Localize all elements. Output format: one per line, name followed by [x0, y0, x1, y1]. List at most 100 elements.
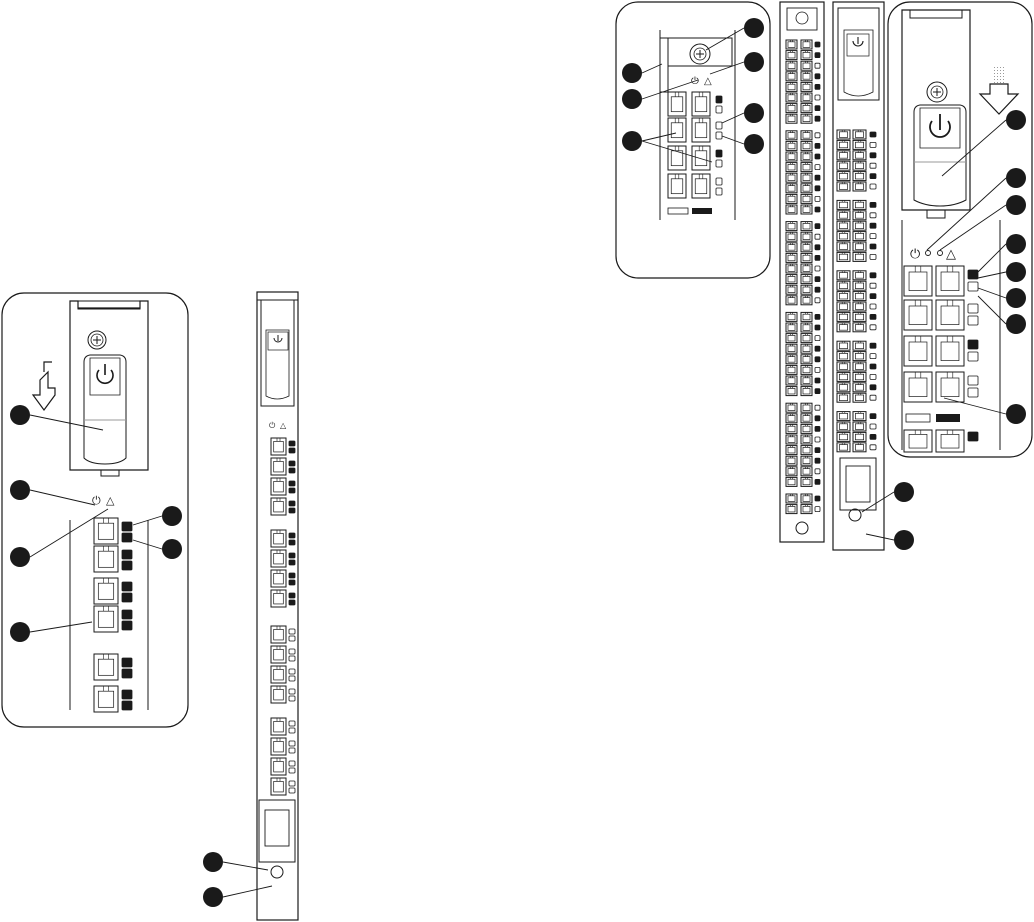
- large-port-a1: [904, 266, 932, 296]
- dense-port-a34: [786, 414, 797, 423]
- status-led: [122, 550, 132, 559]
- dense-port-a1: [786, 40, 797, 49]
- dense-port-a6: [786, 93, 797, 102]
- dense-port-a25: [786, 312, 797, 321]
- left-detail-inset: ⏻ △: [2, 293, 188, 727]
- status-led: [289, 580, 295, 585]
- dense-port-b14: [801, 184, 812, 193]
- medium-port-a15: [837, 292, 850, 301]
- dense-port-a39: [786, 467, 797, 476]
- large-port-b3: [936, 336, 964, 366]
- status-led: [870, 325, 876, 330]
- dense-port-b20: [801, 253, 812, 262]
- status-led: [815, 336, 820, 341]
- screw-icon: [690, 44, 710, 64]
- status-led: [968, 388, 978, 397]
- large-port-b4: [936, 372, 964, 402]
- small-port-b1: [692, 92, 710, 116]
- dense-port-b34: [801, 414, 812, 423]
- status-led: [815, 266, 820, 271]
- status-led: [815, 507, 820, 512]
- medium-port-b11: [853, 242, 866, 251]
- left-port-column: [94, 518, 132, 712]
- dense-port-b27: [801, 334, 812, 343]
- blade-port-8: [271, 590, 286, 607]
- dense-port-a21: [786, 264, 797, 273]
- status-led: [815, 133, 820, 138]
- dense-port-a38: [786, 456, 797, 465]
- port-2: [94, 546, 118, 572]
- status-led: [122, 610, 132, 619]
- status-led: [815, 277, 820, 282]
- blade-port-9: [271, 626, 286, 643]
- status-led: [815, 234, 820, 239]
- status-led: [716, 122, 722, 129]
- medium-port-a20: [837, 352, 850, 361]
- status-led: [289, 560, 295, 565]
- medium-port-a19: [837, 341, 850, 350]
- status-led: [122, 533, 132, 542]
- medium-port-b24: [853, 393, 866, 402]
- medium-port-b26: [853, 422, 866, 431]
- status-led: [716, 150, 722, 157]
- medium-port-a11: [837, 242, 850, 251]
- status-led: [968, 282, 978, 291]
- dense-port-b22: [801, 275, 812, 284]
- dense-port-b25: [801, 312, 812, 321]
- small-port-a2: [668, 118, 686, 142]
- medium-port-b3: [853, 151, 866, 160]
- medium-port-a26: [837, 422, 850, 431]
- status-led: [870, 142, 876, 147]
- medium-port-a12: [837, 252, 850, 261]
- status-led: [815, 378, 820, 383]
- status-led: [870, 174, 876, 179]
- dense-port-a8: [786, 114, 797, 123]
- small-detail-ports: [668, 92, 722, 198]
- dense-port-a20: [786, 253, 797, 262]
- medium-port-a28: [837, 443, 850, 452]
- large-port-a5: [904, 430, 932, 452]
- dense-port-b23: [801, 285, 812, 294]
- status-led: [716, 132, 722, 139]
- status-led: [815, 416, 820, 421]
- large-port-a4: [904, 372, 932, 402]
- small-port-b2: [692, 118, 710, 142]
- status-led: [289, 689, 295, 694]
- dense-port-b24: [801, 296, 812, 305]
- status-led: [289, 501, 295, 506]
- left-blade: ⏻ △: [203, 292, 298, 920]
- screw-icon: [88, 331, 106, 349]
- status-led: [815, 106, 820, 111]
- status-led: [968, 304, 978, 313]
- status-led: [870, 395, 876, 400]
- status-led: [815, 154, 820, 159]
- status-led: [289, 741, 295, 746]
- dense-port-b12: [801, 163, 812, 172]
- status-led: [716, 160, 722, 167]
- dense-port-a13: [786, 173, 797, 182]
- dense-port-b36: [801, 435, 812, 444]
- status-led: [289, 461, 295, 466]
- status-led: [815, 63, 820, 68]
- medium-port-b14: [853, 281, 866, 290]
- status-led: [289, 481, 295, 486]
- blade-port-column: [271, 438, 295, 795]
- dense-port-b30: [801, 365, 812, 374]
- status-led: [122, 658, 132, 667]
- small-port-b3: [692, 146, 710, 170]
- dense-port-a7: [786, 104, 797, 113]
- status-led: [870, 244, 876, 249]
- medium-port-a14: [837, 281, 850, 290]
- dense-port-a23: [786, 285, 797, 294]
- blade-screw-icon: [271, 866, 283, 878]
- medium-port-a23: [837, 383, 850, 392]
- status-led: [289, 636, 295, 641]
- medium-port-a21: [837, 362, 850, 371]
- status-led: [716, 178, 722, 185]
- status-led: [870, 385, 876, 390]
- status-led: [289, 448, 295, 453]
- status-led: [815, 437, 820, 442]
- dense-port-b41: [801, 494, 812, 503]
- medium-port-a16: [837, 302, 850, 311]
- status-led: [289, 540, 295, 545]
